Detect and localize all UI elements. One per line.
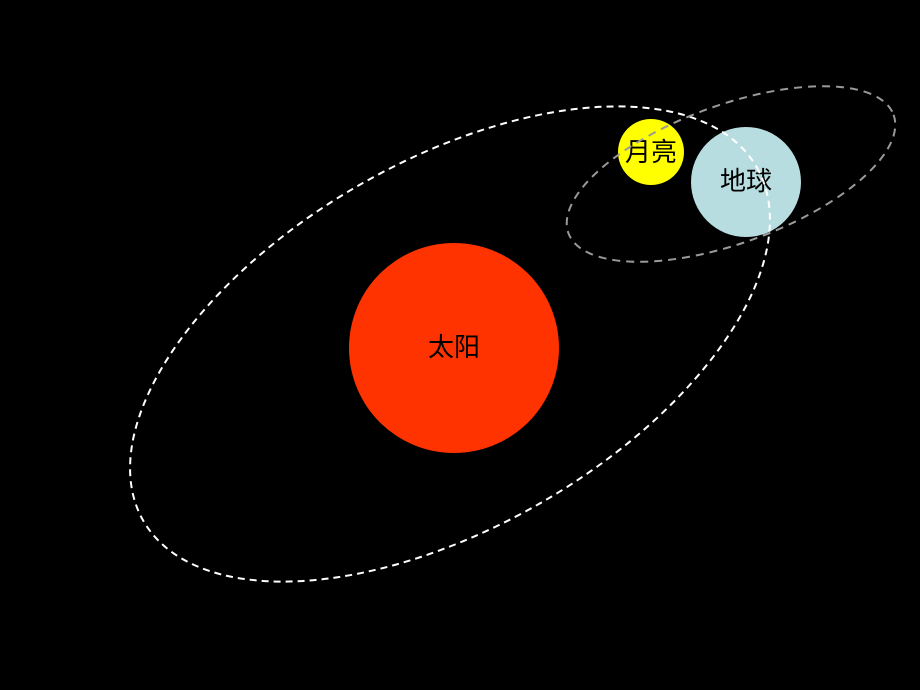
moon: 月亮 (618, 119, 684, 185)
moon-orbit (565, 85, 897, 263)
earth: 地球 (691, 127, 801, 237)
sun-circle (349, 243, 559, 453)
earth-orbit (129, 105, 771, 583)
sun-label: 太阳 (428, 333, 480, 363)
sun: 太阳 (349, 243, 559, 453)
moon-circle (618, 119, 684, 185)
moon-label: 月亮 (625, 138, 677, 168)
earth-circle (691, 127, 801, 237)
